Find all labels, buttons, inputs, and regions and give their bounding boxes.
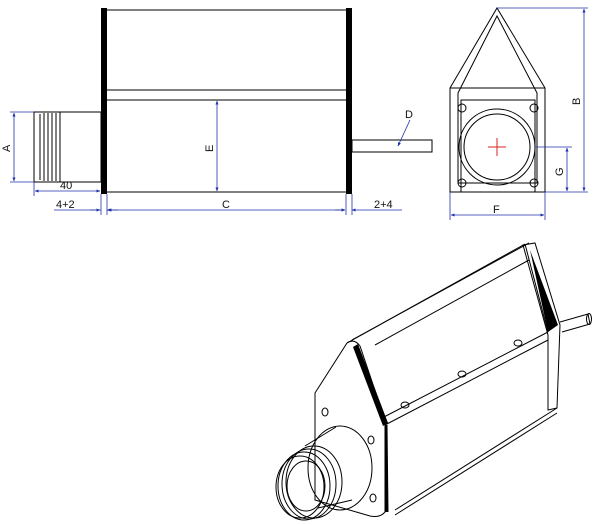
dim-c-label: C: [222, 199, 230, 211]
dim-f-label: F: [493, 204, 500, 216]
dim-f: F: [449, 192, 546, 220]
dim-d-label: D: [405, 109, 413, 121]
dim-d: D: [397, 109, 413, 147]
iso-inlet: [275, 425, 373, 521]
body-outline: [104, 9, 351, 193]
dim-g: G: [535, 146, 572, 192]
outlet-shaft: [351, 139, 433, 153]
center-mark: [488, 138, 506, 156]
iso-front-plate: [314, 340, 386, 517]
dim-g-label: G: [554, 167, 566, 176]
dim-left-wall: 4+2: [54, 194, 118, 215]
dim-left-wall-label: 4+2: [56, 199, 75, 211]
dim-b-label: B: [571, 98, 583, 105]
dim-right-wall: 2+4: [335, 194, 402, 215]
dim-e: E: [204, 100, 219, 192]
dim-b: B: [497, 7, 588, 193]
dim-a: A: [1, 111, 34, 183]
dim-c: C: [107, 194, 347, 215]
dim-a-label: A: [1, 144, 13, 152]
dim-right-wall-label: 2+4: [374, 199, 393, 211]
dim-e-label: E: [204, 145, 216, 152]
dim-inlet-length: 40: [33, 180, 101, 196]
inlet-nozzle: [33, 111, 102, 183]
dim-inlet-length-label: 40: [60, 180, 72, 192]
isometric-view: [275, 242, 592, 521]
right-wall: [346, 8, 352, 194]
side-view: A 40 4+2 C 2+4: [1, 8, 433, 215]
front-view: B G F: [449, 7, 588, 220]
left-wall: [101, 8, 107, 194]
